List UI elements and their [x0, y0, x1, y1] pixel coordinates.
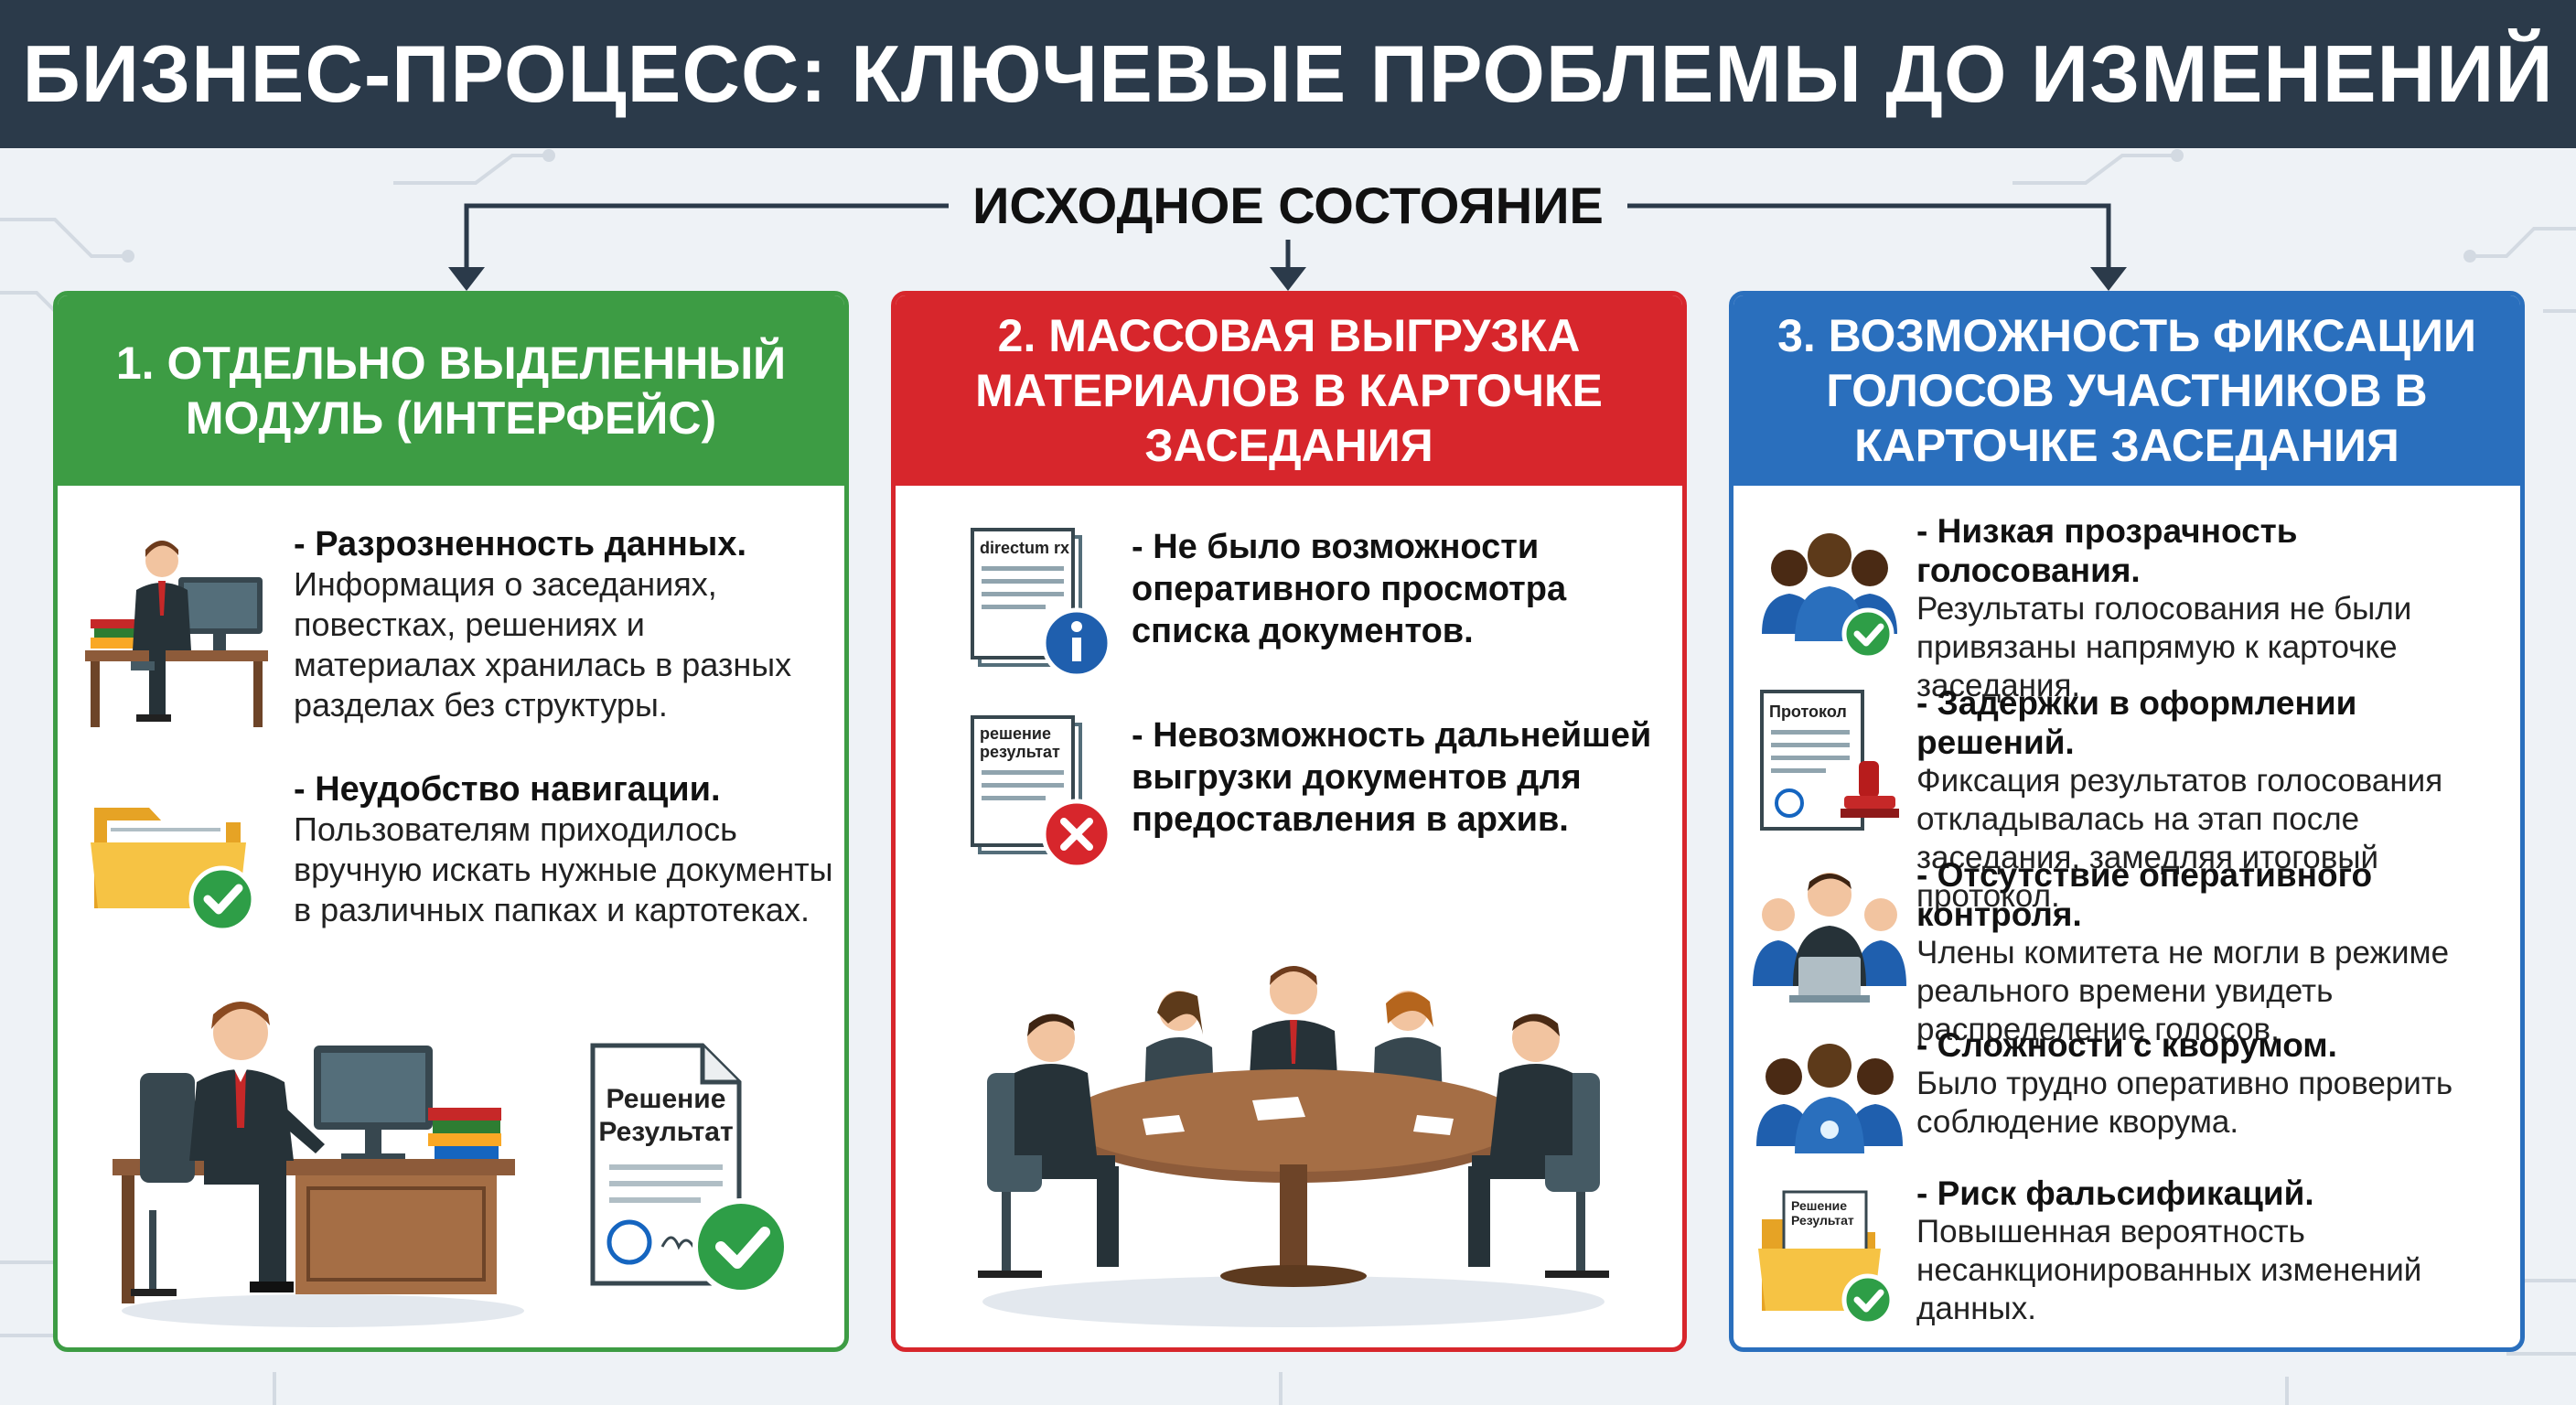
group-check-icon: [1762, 533, 1897, 660]
card-separate-module: 1. ОТДЕЛЬНО ВЫДЕЛЕННЫЙ МОДУЛЬ (ИНТЕРФЕЙС…: [53, 291, 849, 1352]
doc-line2: Результат: [598, 1117, 733, 1147]
item-no-operational-control: - Отсутствие оперативного контроля. Член…: [1916, 855, 2520, 1049]
doc-label-line1: решение: [980, 724, 1051, 743]
item-data-fragmentation: - Разрозненность данных. Информация о за…: [294, 524, 833, 725]
initial-state-label: ИСХОДНОЕ СОСТОЯНИЕ: [0, 172, 2576, 240]
doc-label-line2: результат: [980, 743, 1060, 761]
item-low-transparency: - Низкая прозрачность голосования. Резул…: [1916, 511, 2520, 705]
item-no-archive-export: - Невозможность дальнейшей выгрузки доку…: [1132, 716, 1652, 839]
item-title: - Низкая прозрачность голосования.: [1916, 512, 2298, 589]
document-error-icon: решение результат: [971, 715, 1112, 870]
item-title: - Неудобство навигации.: [294, 770, 721, 809]
card-mass-export: 2. МАССОВАЯ ВЫГРУЗКА МАТЕРИАЛОВ В КАРТОЧ…: [891, 291, 1687, 1352]
item-decision-delays: - Задержки в оформлении решений. Фиксаци…: [1916, 683, 2520, 916]
protocol-stamp-icon: Протокол: [1760, 690, 1899, 831]
item-title: - Отсутствие оперативного контроля.: [1916, 856, 2373, 933]
item-quorum-difficulties: - Сложности с кворумом. Было трудно опер…: [1916, 1025, 2520, 1142]
page-title: БИЗНЕС-ПРОЦЕСС: КЛЮЧЕВЫЕ ПРОБЛЕМЫ ДО ИЗМ…: [22, 28, 2554, 119]
item-title: - Разрозненность данных.: [294, 525, 747, 563]
doc-label-line2: Результат: [1791, 1213, 1854, 1228]
office-desk-illustration: [113, 1002, 524, 1327]
item-navigation-inconvenience: - Неудобство навигации. Пользователям пр…: [294, 769, 833, 930]
doc-label: directum rx: [980, 539, 1069, 557]
card-heading: 3. ВОЗМОЖНОСТЬ ФИКСАЦИИ ГОЛОСОВ УЧАСТНИК…: [1733, 295, 2520, 486]
item-no-quick-view: - Не было возможности оперативного просм…: [1132, 528, 1567, 650]
card-heading: 1. ОТДЕЛЬНО ВЫДЕЛЕННЫЙ МОДУЛЬ (ИНТЕРФЕЙС…: [58, 295, 844, 486]
item-title: - Задержки в оформлении решений.: [1916, 684, 2357, 761]
card-vote-recording: 3. ВОЗМОЖНОСТЬ ФИКСАЦИИ ГОЛОСОВ УЧАСТНИК…: [1729, 291, 2525, 1352]
item-text: Информация о заседаниях, повестках, реше…: [294, 565, 792, 724]
item-falsification-risk: - Риск фальсификаций. Повышенная вероятн…: [1916, 1174, 2520, 1328]
office-worker-icon: [85, 541, 268, 727]
meeting-table-illustration: [978, 966, 1609, 1327]
item-text: Результаты голосования не были привязаны…: [1916, 591, 2412, 703]
item-title: - Риск фальсификаций.: [1916, 1174, 2314, 1212]
decision-document-icon: Решение Результат: [590, 1043, 789, 1295]
folder-result-check-icon: Решение Результат: [1758, 1190, 1894, 1326]
card-heading: 2. МАССОВАЯ ВЫГРУЗКА МАТЕРИАЛОВ В КАРТОЧ…: [896, 295, 1682, 486]
header-bar: БИЗНЕС-ПРОЦЕСС: КЛЮЧЕВЫЕ ПРОБЛЕМЫ ДО ИЗМ…: [0, 0, 2576, 148]
item-text: Было трудно оперативно проверить соблюде…: [1916, 1066, 2453, 1140]
committee-laptop-icon: [1753, 873, 1906, 1003]
item-text: Члены комитета не могли в режиме реально…: [1916, 935, 2450, 1047]
item-title: - Сложности с кворумом.: [1916, 1026, 2337, 1064]
flow-arrows: [448, 203, 2127, 291]
document-info-icon: directum rx: [971, 528, 1112, 679]
doc-label-line1: Решение: [1791, 1198, 1847, 1213]
doc-line1: Решение: [606, 1084, 726, 1114]
item-text: Пользователям приходилось вручную искать…: [294, 810, 833, 928]
doc-label: Протокол: [1769, 702, 1847, 721]
folder-check-icon: [91, 808, 256, 933]
initial-state-text: ИСХОДНОЕ СОСТОЯНИЕ: [949, 172, 1627, 240]
item-text: Повышенная вероятность несанкционированн…: [1916, 1214, 2422, 1326]
item-text: Фиксация результатов голосования отклады…: [1916, 763, 2443, 914]
group-badge-icon: [1756, 1044, 1903, 1153]
